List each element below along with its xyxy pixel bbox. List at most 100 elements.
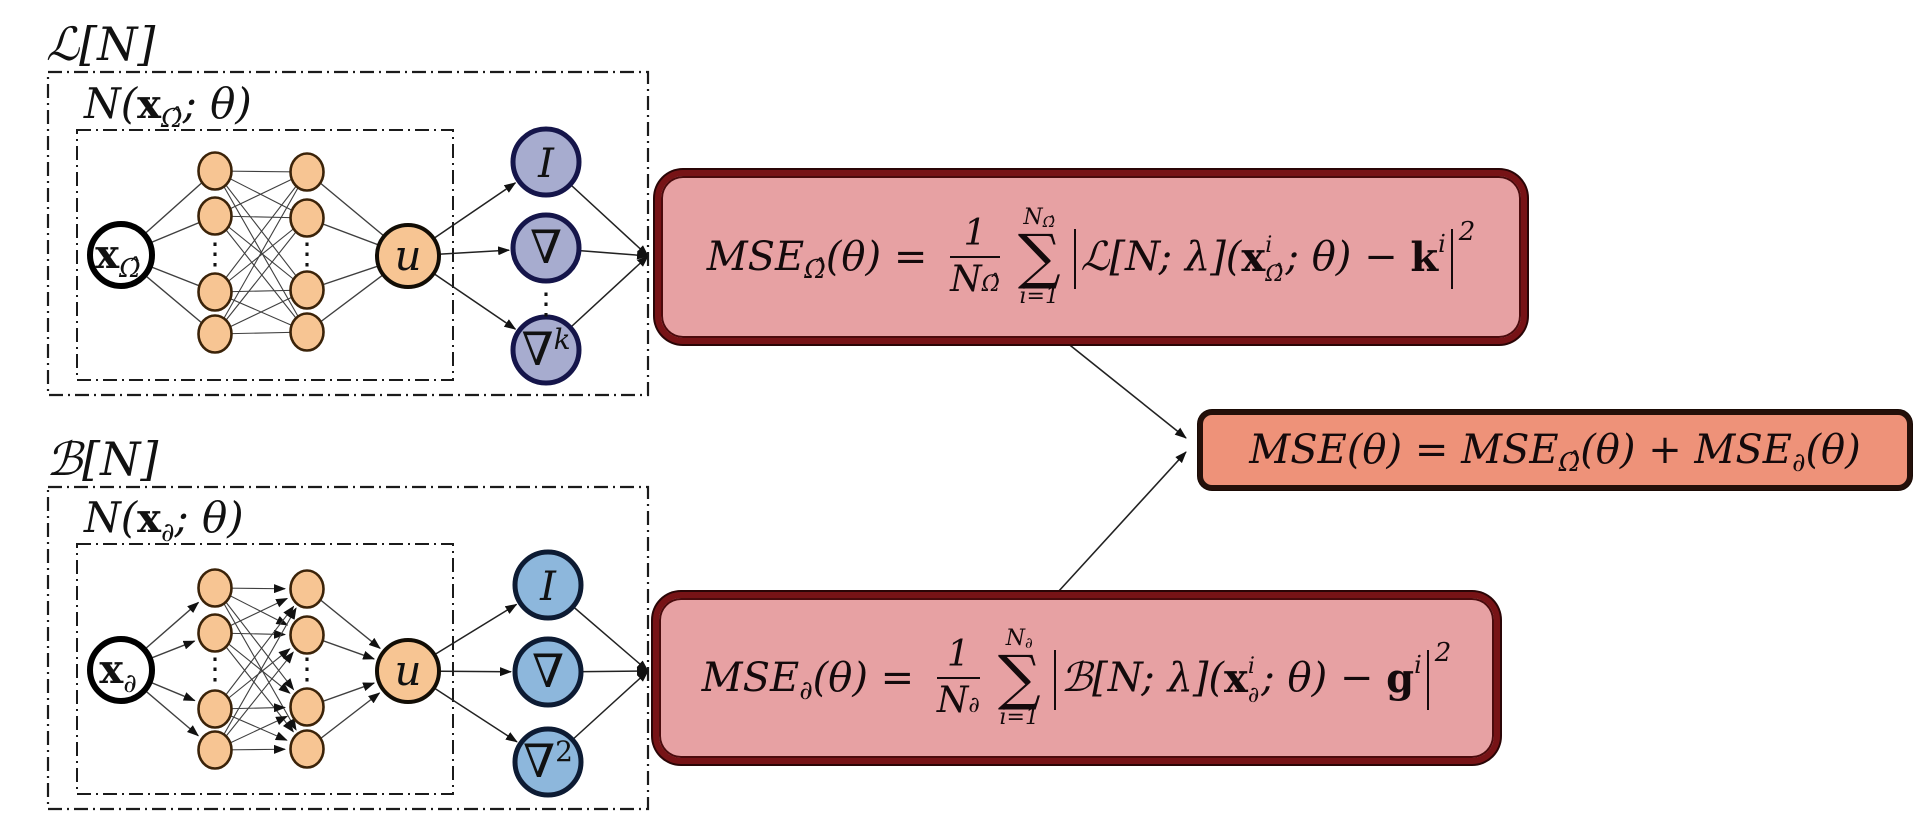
total-p3: (θ) [1805,427,1861,473]
mse-top-lhs: MSE [706,234,805,280]
sum-upper-base: N [1005,625,1025,651]
vdots: ⋮ [292,237,322,272]
abs-bar-right [1426,650,1429,710]
fraction-bar [936,677,980,679]
vdots: ⋮ [292,652,322,687]
mse-bottom-lhs-post: (θ) = [812,655,927,701]
hidden-node [197,689,233,729]
nn-label-pre: N( [83,79,139,128]
output-node-label: u [394,646,421,695]
input-node-label: x∂ [99,646,136,699]
network-box-label: N(x∂; θ) [83,493,244,548]
hidden-node [289,615,325,655]
nn-label-x: x [137,81,162,128]
mse-top-target: k [1410,233,1439,281]
operator-node-label: ∇2 [523,734,573,788]
sigma-symbol: ∑ [997,642,1041,713]
hidden-node [289,270,325,310]
fraction-bar [950,256,1000,258]
output-node-label: u [394,231,421,280]
inner-network-box [76,129,454,381]
output-node [375,638,441,704]
inner-network-box [76,543,454,795]
operator-node-label: ∇ [530,220,562,274]
den-sub: Ω̂ [981,272,1000,297]
hidden-node [289,198,325,238]
operator-node [512,636,584,708]
outer-operator-box [46,70,650,397]
input-node [87,636,155,704]
label-part: k [554,323,571,356]
target-sup: i [1438,230,1446,258]
hidden-node [197,196,233,236]
label-part: I [537,141,555,187]
operator-box-label: ℬ[N] [46,432,158,486]
den-base: N [936,680,969,721]
hidden-node [197,314,233,354]
label-part: ∇ [532,644,564,698]
operator-node [512,549,584,621]
sum-lower-limit: i=1 [999,704,1039,730]
abs-bar-left [1053,650,1056,710]
nn-label-sub: Ω̂ [160,104,183,134]
edge-line [214,217,308,335]
mse-bottom-body-pre: ℬ[N; λ]( [1060,655,1225,701]
hidden-node [289,569,325,609]
input-label-sub: Ω̂ [118,254,141,284]
vdots: ⋮ [200,652,230,687]
operator-node [510,314,582,386]
total-p2: (θ) + MSE [1580,427,1792,473]
square-exponent: 2 [1434,638,1452,668]
total-p1: MSE(θ) = MSE [1249,427,1559,473]
mse-top-lhs-post: (θ) = [825,234,941,280]
edge-line [214,587,295,691]
network-box-label: N(xΩ̂; θ) [83,79,252,134]
vdots: ⋮ [200,237,230,272]
operator-node-label: I [537,141,555,187]
operator-box-label: ℒ[N] [46,17,155,71]
nn-label-post: ; θ) [182,79,252,128]
edge-line [214,605,295,710]
outer-operator-box [46,485,650,811]
sum-upper-limit: N∂ [1005,625,1033,651]
total-p1-sub: Ω̂ [1558,448,1581,478]
x-sub: Ω̂ [1265,261,1284,287]
mse-total-loss-box: MSE(θ) = MSE Ω̂ (θ) + MSE ∂ (θ) [1198,410,1912,490]
edge-line [214,215,308,333]
operator-node-label: I [539,564,557,610]
operator-node-label: ∇k [521,322,570,376]
operator-node-label: ∇ [532,644,564,698]
den-base: N [950,259,982,300]
label-part: 2 [555,735,573,768]
fraction-numerator: 1 [946,634,970,676]
hidden-node [197,568,233,608]
input-node [87,221,155,289]
summation: N∂ ∑ i=1 [997,625,1041,730]
mse-bottom-lhs: MSE [701,655,800,701]
input-label-x: x [99,646,124,693]
fraction: 1 N∂ [936,634,980,721]
nn-label-post: ; θ) [173,493,243,542]
nn-label-sub: ∂ [161,518,174,548]
label-part: I [539,564,557,610]
abs-bar-right [1450,229,1453,289]
label-part: ∇ [523,734,555,788]
connector-line [1057,451,1187,593]
mse-top-lhs-sub: Ω̂ [804,255,826,285]
mse-boundary-loss-box: MSE ∂ (θ) = 1 N∂ N∂ ∑ i=1 ℬ[N; λ]( x i∂ … [653,592,1500,764]
hidden-node [197,272,233,312]
sum-upper-sub: Ω̂ [1042,212,1056,231]
input-label-sub: ∂ [123,669,136,699]
input-node-label: xΩ̂ [95,231,140,284]
operator-node [510,126,582,198]
hidden-node [289,687,325,727]
nn-label-pre: N( [83,493,139,542]
label-part: ∇ [521,322,553,376]
target-sup: i [1414,651,1422,679]
mse-bottom-body-post: ; θ) − [1261,655,1387,701]
